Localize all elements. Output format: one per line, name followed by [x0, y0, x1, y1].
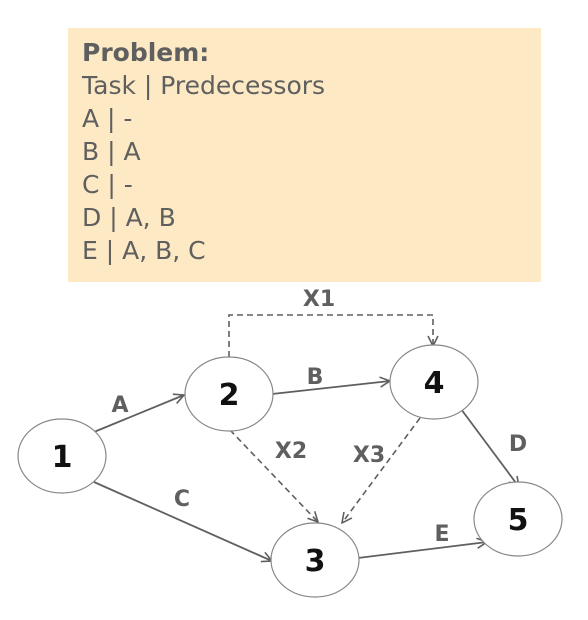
node-3-label: 3 — [305, 544, 326, 579]
node-5 — [473, 481, 563, 557]
node-3 — [270, 522, 360, 598]
edge-b — [271, 381, 390, 395]
problem-title: Problem: — [82, 38, 210, 67]
node-1 — [17, 418, 107, 494]
problem-box: Problem: Task | Predecessors A | - B | A… — [68, 28, 541, 282]
edge-d — [460, 408, 519, 487]
node-2 — [184, 356, 274, 432]
node-4-label: 4 — [424, 366, 445, 401]
node-1-label: 1 — [52, 440, 73, 475]
edge-c-label: C — [174, 487, 190, 512]
edge-e-label: E — [434, 522, 449, 547]
edge-c — [93, 481, 272, 561]
edge-x1-label: X1 — [303, 287, 335, 312]
problem-row-b: B | A — [82, 137, 141, 166]
edge-e — [357, 542, 487, 559]
edge-a — [93, 395, 184, 433]
problem-row-a: A | - — [82, 104, 133, 133]
problem-row-e: E | A, B, C — [82, 236, 206, 265]
problem-header: Task | Predecessors — [82, 71, 326, 100]
problem-row-d: D | A, B — [82, 203, 176, 232]
edge-d-label: D — [509, 432, 527, 457]
edge-x2-label: X2 — [275, 439, 307, 464]
node-4 — [389, 344, 479, 420]
edge-x2 — [229, 429, 318, 522]
node-2-label: 2 — [219, 378, 240, 413]
edge-x3-label: X3 — [353, 443, 385, 468]
node-5-label: 5 — [508, 503, 529, 538]
edge-a-label: A — [111, 393, 128, 418]
edge-x3 — [342, 417, 421, 523]
problem-row-c: C | - — [82, 170, 133, 199]
edge-b-label: B — [307, 365, 324, 390]
edge-x1 — [228, 314, 433, 357]
